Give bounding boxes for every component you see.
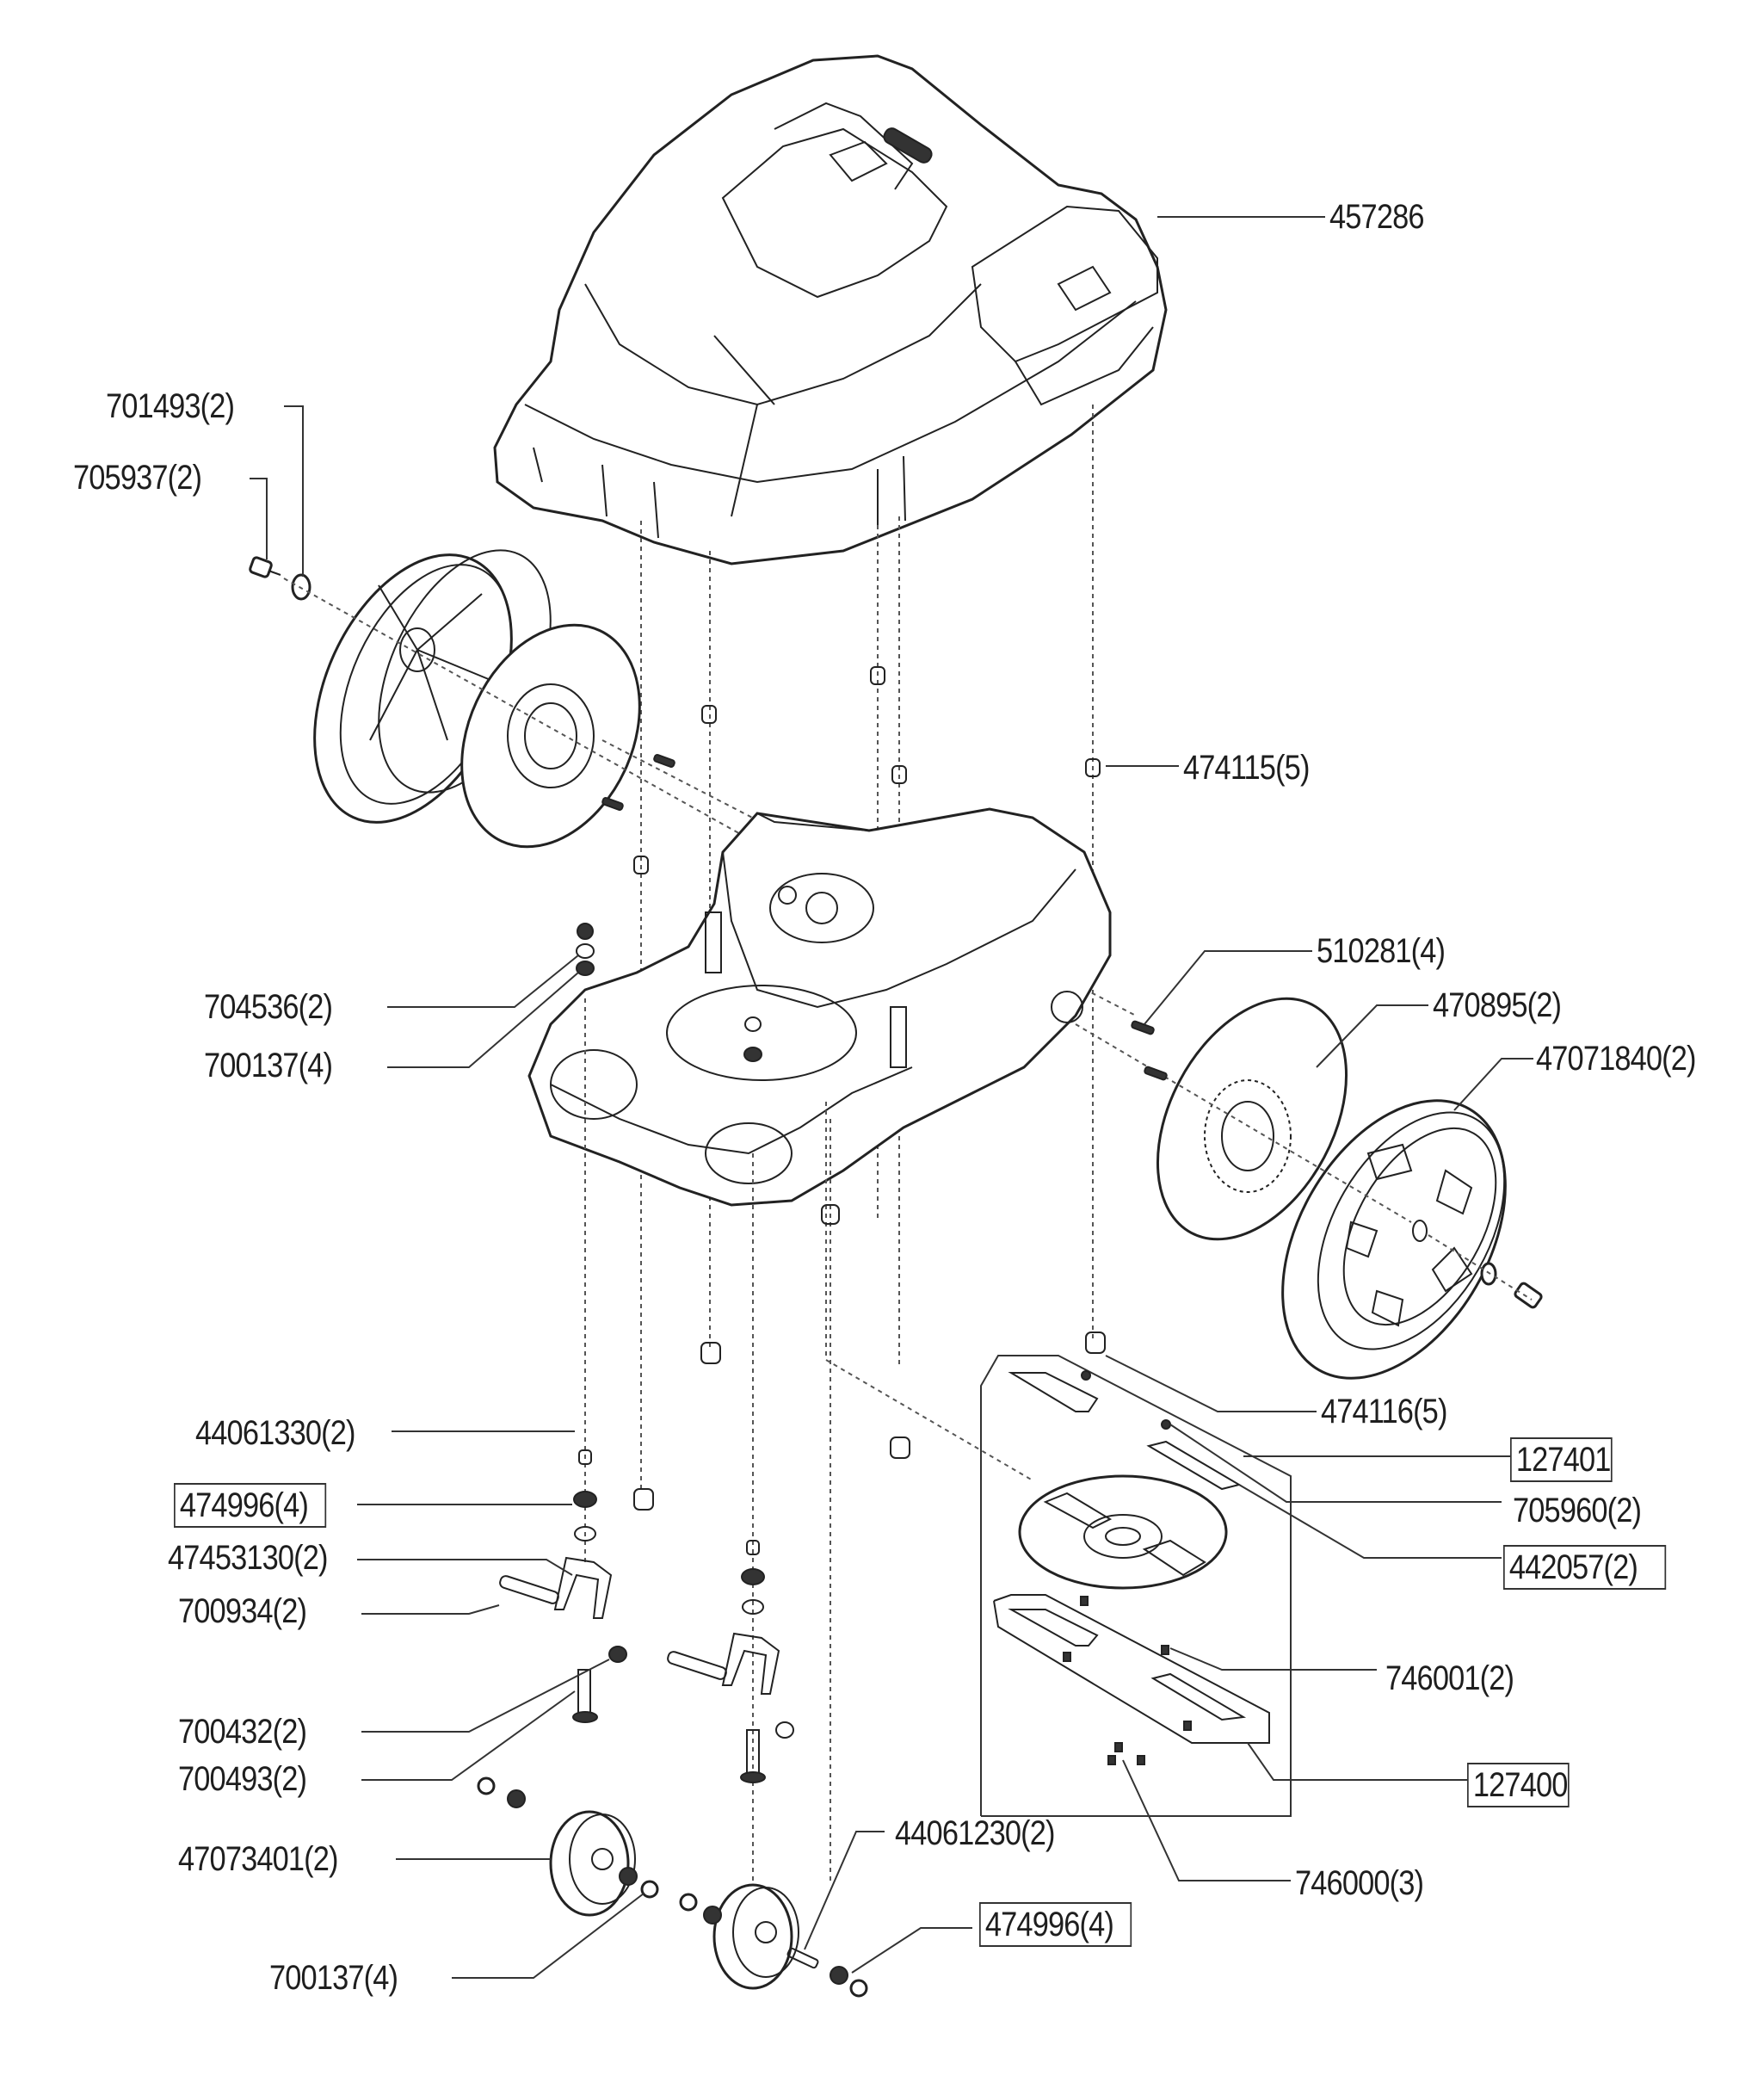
leader-line [1247, 1742, 1467, 1781]
leader-line [361, 1659, 610, 1733]
insert-474116-part[interactable] [633, 1488, 654, 1511]
top-cover-part[interactable] [493, 54, 1168, 565]
leader-line [1122, 1759, 1291, 1881]
part-label-700493[interactable]: 700493(2) [178, 1760, 307, 1798]
blade-kit-frame [980, 1355, 1292, 1817]
washer-part[interactable] [849, 1979, 868, 1998]
right-rear-wheel-part[interactable] [1237, 1061, 1551, 1417]
leader-line [1316, 1004, 1428, 1068]
part-label-746001[interactable]: 746001(2) [1385, 1659, 1514, 1697]
leader-line [804, 1831, 885, 1950]
part-label-474996-right[interactable]: 474996(4) [979, 1902, 1132, 1947]
hub-pin-part[interactable] [1131, 1020, 1155, 1035]
part-label-705960[interactable]: 705960(2) [1513, 1492, 1642, 1529]
part-label-474116[interactable]: 474116(5) [1321, 1393, 1447, 1430]
left-caster-stack[interactable] [553, 1449, 627, 1723]
hub-pin-part[interactable] [1144, 1066, 1168, 1081]
part-label-47453130[interactable]: 47453130(2) [168, 1539, 328, 1577]
right-hub-disc-part[interactable] [1119, 967, 1385, 1271]
leader-line [387, 955, 579, 1008]
leader-line [387, 972, 579, 1068]
bearing-part[interactable] [619, 1867, 638, 1886]
chassis-part[interactable] [527, 807, 1112, 1207]
assembly-line [825, 1102, 1033, 1481]
part-label-442057[interactable]: 442057(2) [1503, 1545, 1667, 1590]
leader-line [357, 1559, 573, 1576]
part-label-700137-upper[interactable]: 700137(4) [204, 1047, 333, 1084]
leader-line [361, 1690, 576, 1781]
bearing-part[interactable] [507, 1789, 526, 1808]
part-label-700432[interactable]: 700432(2) [178, 1713, 307, 1751]
leader-line [1238, 1484, 1502, 1559]
part-label-474115[interactable]: 474115(5) [1183, 749, 1310, 787]
left-nut-washer-stack[interactable] [576, 923, 595, 976]
leader-line [1144, 950, 1312, 1025]
part-label-127401[interactable]: 127401 [1510, 1437, 1613, 1482]
center-nut-washer-stack[interactable] [743, 1016, 762, 1062]
part-label-700137-lower[interactable]: 700137(4) [269, 1959, 398, 1997]
right-front-wheel-part[interactable] [712, 1883, 799, 1990]
left-wheel-bolt-part[interactable] [249, 556, 281, 578]
part-label-474996-left[interactable]: 474996(4) [174, 1483, 327, 1528]
leader-line [250, 478, 268, 559]
left-hub-disc-part[interactable] [428, 596, 674, 875]
front-axle-part[interactable] [786, 1947, 819, 1969]
part-label-47073401[interactable]: 47073401(2) [178, 1840, 338, 1878]
insert-474116-part[interactable] [700, 1342, 721, 1364]
insert-474115-group[interactable] [633, 666, 1101, 874]
blade-guard-part[interactable] [993, 1594, 1270, 1744]
part-label-700934[interactable]: 700934(2) [178, 1592, 307, 1630]
assembly-line [1428, 1234, 1533, 1301]
blade-disc-part[interactable] [1018, 1474, 1228, 1590]
stop-button-icon [883, 127, 933, 164]
leader-line [452, 1893, 645, 1979]
leader-line [361, 1604, 500, 1615]
left-wheel-washer-part[interactable] [291, 573, 311, 601]
leader-line [851, 1927, 972, 1974]
blade-part[interactable] [1008, 1372, 1247, 1721]
bearing-part[interactable] [830, 1966, 848, 1985]
part-label-704536[interactable]: 704536(2) [204, 988, 333, 1026]
part-label-470895[interactable]: 470895(2) [1433, 986, 1562, 1024]
part-label-705937[interactable]: 705937(2) [73, 459, 202, 497]
right-wheel-washer-part[interactable] [1480, 1262, 1497, 1286]
bearing-part[interactable] [703, 1906, 722, 1925]
right-caster-stack[interactable] [721, 1540, 794, 1783]
fork-bolt-part[interactable] [499, 1575, 560, 1605]
blade-screws[interactable] [1063, 1370, 1192, 1765]
leader-line [1169, 1424, 1502, 1503]
insert-474116-part[interactable] [821, 1204, 840, 1225]
leader-line [1453, 1058, 1533, 1111]
fork-bolt-part[interactable] [667, 1651, 728, 1681]
part-label-47071840[interactable]: 47071840(2) [1536, 1040, 1696, 1078]
part-label-457286[interactable]: 457286 [1329, 198, 1424, 236]
washer-part[interactable] [477, 1776, 496, 1795]
leader-line [284, 405, 304, 577]
left-front-wheel-part[interactable] [549, 1810, 636, 1917]
hub-pin-part[interactable] [653, 753, 675, 769]
right-wheel-bolt-part[interactable] [1514, 1282, 1543, 1309]
washer-part[interactable] [679, 1893, 698, 1912]
hub-pin-part[interactable] [601, 796, 624, 812]
leader-line [1105, 1355, 1317, 1412]
insert-474116-part[interactable] [890, 1437, 910, 1459]
insert-474116-part[interactable] [1085, 1331, 1106, 1354]
part-label-746000[interactable]: 746000(3) [1295, 1864, 1424, 1902]
leader-line [1169, 1647, 1377, 1671]
part-label-44061330[interactable]: 44061330(2) [195, 1414, 355, 1452]
part-label-701493[interactable]: 701493(2) [106, 387, 235, 425]
part-label-44061230[interactable]: 44061230(2) [895, 1814, 1055, 1852]
part-label-127400[interactable]: 127400 [1467, 1763, 1570, 1807]
washer-part[interactable] [640, 1880, 659, 1899]
part-label-510281[interactable]: 510281(4) [1317, 932, 1446, 970]
